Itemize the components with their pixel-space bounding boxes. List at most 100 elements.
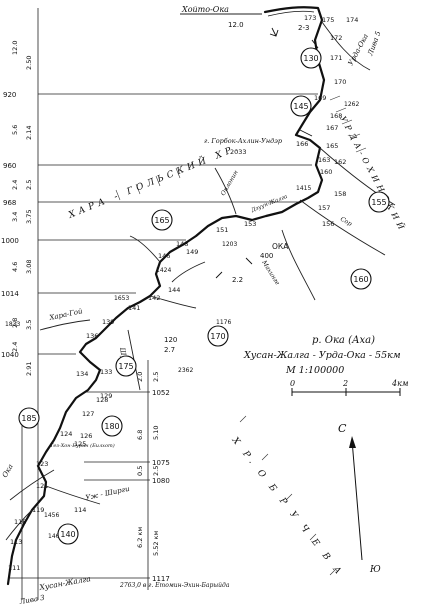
svg-text:12.0: 12.0 <box>228 21 244 29</box>
slope-label: 2.4 <box>11 180 19 190</box>
svg-text:2-3: 2-3 <box>298 24 309 32</box>
slope-label: 5.10 <box>152 426 160 440</box>
svg-text:141: 141 <box>128 304 140 312</box>
sor-label: Сор <box>339 216 353 228</box>
gorbok-label: г. Горбок-Ахлин-Ундэр <box>204 137 283 145</box>
elev-1424: 1424 <box>156 267 171 274</box>
tuz-sutu-label: Тез-Хон-Бурин (Билхот) <box>50 442 115 449</box>
svg-text:120: 120 <box>164 336 177 344</box>
alt-1080: 1080 <box>152 477 170 485</box>
slope-label: 2.8 <box>11 318 19 328</box>
scale-bar: 0 2 4км <box>290 379 409 396</box>
slope-label: 3.08 <box>25 260 33 274</box>
svg-text:2.2: 2.2 <box>232 276 243 284</box>
svg-text:123: 123 <box>36 460 48 468</box>
svg-text:139: 139 <box>102 318 114 326</box>
obruchev-ridge-label: Х Р. О Б Р У Ч Е В А <box>229 435 345 580</box>
distance-circles: 130 145 155 160 165 170 175 180 185 140 … <box>18 47 390 545</box>
svg-text:151: 151 <box>216 226 228 234</box>
svg-text:163: 163 <box>318 156 330 164</box>
svg-text:174: 174 <box>346 16 358 24</box>
svg-text:167: 167 <box>326 124 338 132</box>
slope-label: 5.6 <box>11 125 19 135</box>
svg-text:170: 170 <box>334 78 346 86</box>
north-label: С <box>338 422 347 435</box>
husan-zhalga-label: Хусан-Жалга <box>38 574 92 592</box>
svg-text:157: 157 <box>318 204 330 212</box>
svg-text:127: 127 <box>82 410 94 418</box>
svg-text:165: 165 <box>326 142 338 150</box>
alt-1014: 1014 <box>1 290 19 298</box>
svg-text:124: 124 <box>60 430 72 438</box>
svg-text:142: 142 <box>148 294 160 302</box>
slope-label: 2.50 <box>25 56 33 70</box>
distance-circle: 155 <box>371 198 386 207</box>
svg-text:133: 133 <box>100 368 112 376</box>
elev-1262: 1262 <box>344 101 359 108</box>
svg-text:169: 169 <box>314 94 326 102</box>
section-title: Хусан-Жалга - Урда-Ока - 55км <box>243 350 401 361</box>
svg-text:162: 162 <box>334 158 346 166</box>
svg-text:156: 156 <box>322 220 334 228</box>
svg-text:125: 125 <box>74 440 86 448</box>
urda-oka-label: Урда-Ока <box>347 33 370 67</box>
svg-text:153: 153 <box>244 220 256 228</box>
alt-1075: 1075 <box>152 459 170 467</box>
svg-text:126: 126 <box>80 432 92 440</box>
elev-1415: 1415 <box>296 185 311 192</box>
elev-1465: 1465 <box>48 533 63 540</box>
slope-label: 2.5 <box>152 372 160 382</box>
elev-1456: 1456 <box>44 512 59 519</box>
slope-label: 5.52 км <box>152 531 160 556</box>
elev-1203: 1203 <box>222 241 237 248</box>
slope-label: 2.5 <box>152 466 160 476</box>
slope-label: 2.4 <box>11 342 19 352</box>
etomin-label: 2763,0 в г. Етомин-Эхин-Барыйда <box>119 582 230 589</box>
river-km-marks: 175 174 173 172 171 170 169 168 167 166 … <box>8 14 358 572</box>
svg-text:148: 148 <box>176 240 188 248</box>
svg-text:116: 116 <box>14 518 26 526</box>
slope-label: 2.14 <box>25 126 33 140</box>
distance-circle: 185 <box>21 414 36 423</box>
svg-text:134: 134 <box>76 370 88 378</box>
elev-2362: 2362 <box>178 367 193 374</box>
olonsk-label: Оплонин <box>220 169 240 197</box>
oka-river <box>6 6 326 586</box>
altitude-labels: 920 960 968 1000 1014 1040 1052 1075 108… <box>1 91 170 583</box>
svg-text:121: 121 <box>36 482 48 490</box>
svg-text:128: 128 <box>96 396 108 404</box>
slope-label: 6.8 <box>136 430 144 440</box>
svg-text:144: 144 <box>168 286 180 294</box>
right-slope-labels: 2.0 2.5 6.8 5.10 0.5 2.5 6.2 км 5.52 км <box>136 372 160 556</box>
svg-text:119: 119 <box>32 506 44 514</box>
slope-label: 2.91 <box>25 362 33 376</box>
slope-label: 4.6 <box>11 262 19 272</box>
svg-text:175: 175 <box>322 16 334 24</box>
svg-text:2.7: 2.7 <box>164 346 175 354</box>
alt-1000: 1000 <box>1 237 19 245</box>
distance-circle: 170 <box>210 332 225 341</box>
svg-text:111: 111 <box>8 564 20 572</box>
slope-label: 6.2 км <box>136 527 144 548</box>
hara-gol-ridge-label: ХАРА - ГОЛЬСКИЙ ХР. <box>66 140 243 221</box>
altitude-lines <box>10 93 318 579</box>
hara-goy-label: Хара-Гой <box>48 307 84 322</box>
alt-920: 920 <box>3 91 16 99</box>
rapids-labels: 400 120 12.0 2.7 2.2 2-3 <box>164 21 309 354</box>
distance-circle: 180 <box>104 422 119 431</box>
alt-1117: 1117 <box>152 575 170 583</box>
elev-1653: 1653 <box>114 295 129 302</box>
liva5-label: Лива 5 <box>366 30 383 58</box>
map-title-block: р. Ока (Аха) Хусан-Жалга - Урда-Ока - 55… <box>243 335 401 376</box>
svg-text:400: 400 <box>260 252 273 260</box>
svg-text:146: 146 <box>158 252 170 260</box>
oka-village-label: ОКА <box>272 242 289 251</box>
distance-circle: 160 <box>353 275 368 284</box>
svg-text:160: 160 <box>320 168 332 176</box>
svg-text:173: 173 <box>304 14 316 22</box>
distance-circle: 165 <box>154 216 169 225</box>
north-arrow: С Ю <box>338 422 381 575</box>
svg-text:113: 113 <box>10 538 22 546</box>
flow-arrows <box>215 27 319 279</box>
